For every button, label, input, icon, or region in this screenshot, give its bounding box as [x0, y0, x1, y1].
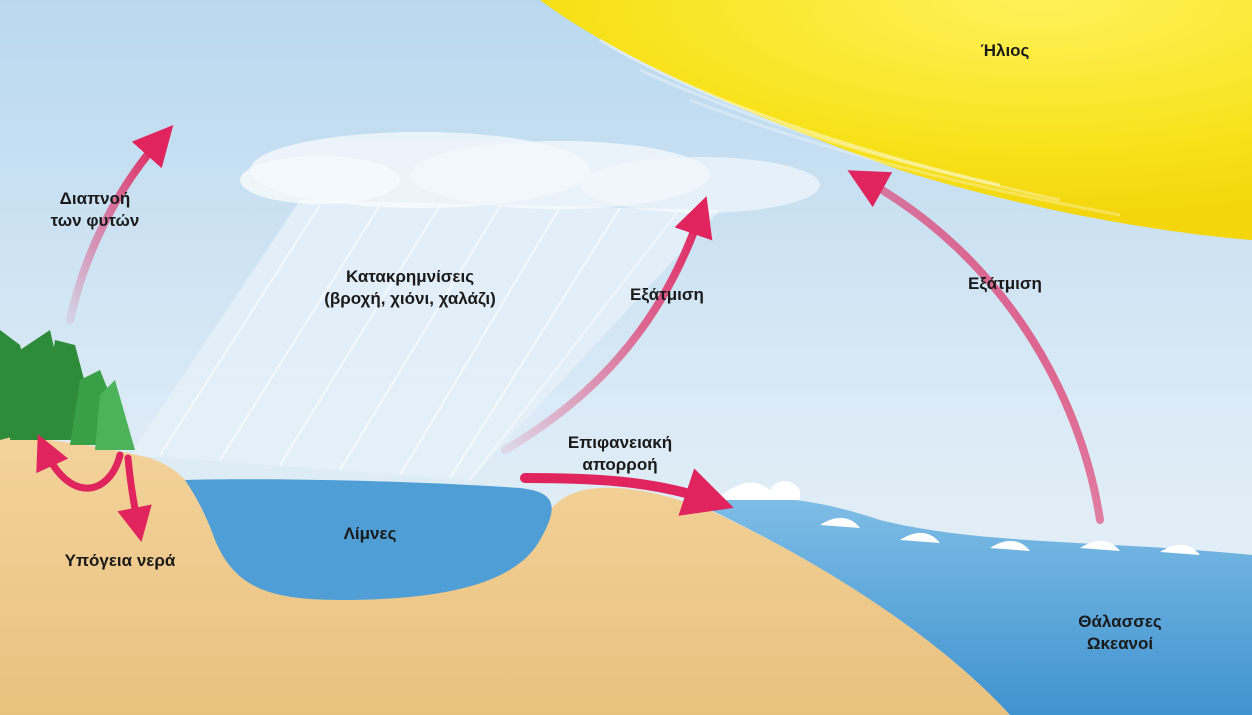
- evaporation-sea-label: Εξάτμιση: [950, 273, 1060, 295]
- lakes-label: Λίμνες: [325, 523, 415, 545]
- groundwater-label: Υπόγεια νερά: [40, 550, 200, 572]
- sun-label: Ήλιος: [960, 40, 1050, 62]
- seas-label: Θάλασσες Ωκεανοί: [1060, 611, 1180, 655]
- transpiration-label: Διαπνοή των φυτών: [40, 188, 150, 232]
- runoff-label: Επιφανειακή απορροή: [555, 432, 685, 476]
- precipitation-label: Κατακρημνίσεις (βροχή, χιόνι, χαλάζι): [260, 266, 560, 310]
- evaporation-land-label: Εξάτμιση: [612, 284, 722, 306]
